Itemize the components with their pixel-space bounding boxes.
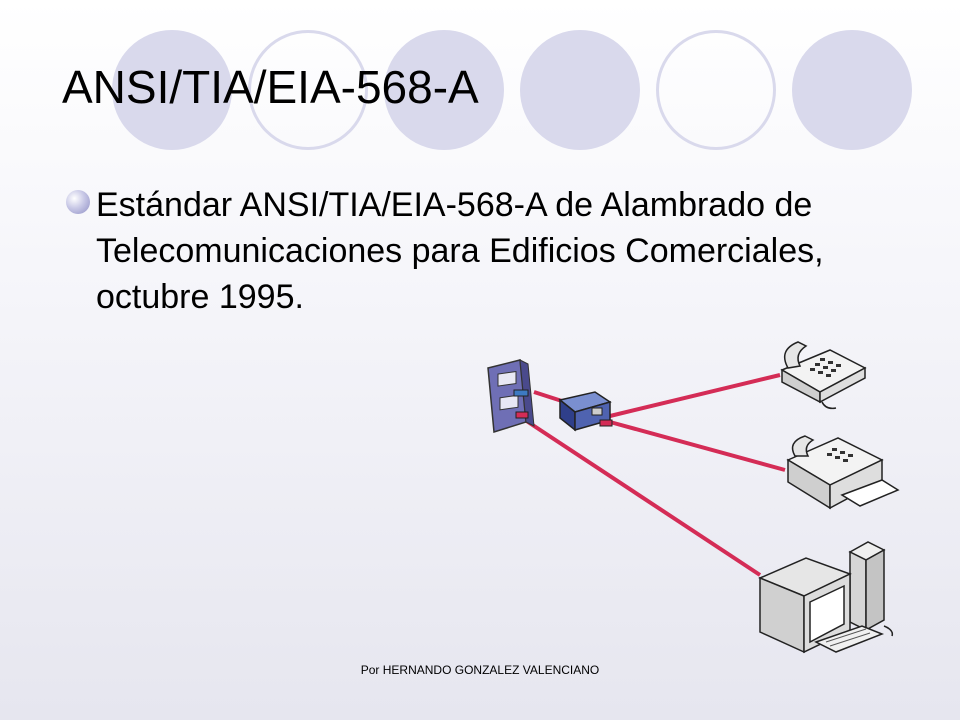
computer-icon (758, 541, 894, 654)
decorative-circle (792, 30, 912, 150)
wall-outlet-icon (487, 359, 535, 433)
network-diagram (487, 341, 900, 654)
decorative-circle (112, 30, 232, 150)
bullet-text: Estándar ANSI/TIA/EIA-568-A de Alambrado… (96, 186, 824, 316)
decorative-circle (520, 30, 640, 150)
decorative-ring (656, 30, 776, 150)
decorative-circle (384, 30, 504, 150)
splitter-icon (558, 391, 613, 432)
bullet-icon (66, 190, 90, 214)
fax-icon (786, 435, 900, 510)
slide-title: ANSI/TIA/EIA-568-A (62, 61, 479, 113)
slide-footer: Por HERNANDO GONZALEZ VALENCIANO (360, 663, 600, 677)
telephone-icon (780, 341, 867, 410)
decorative-ring (248, 30, 368, 150)
